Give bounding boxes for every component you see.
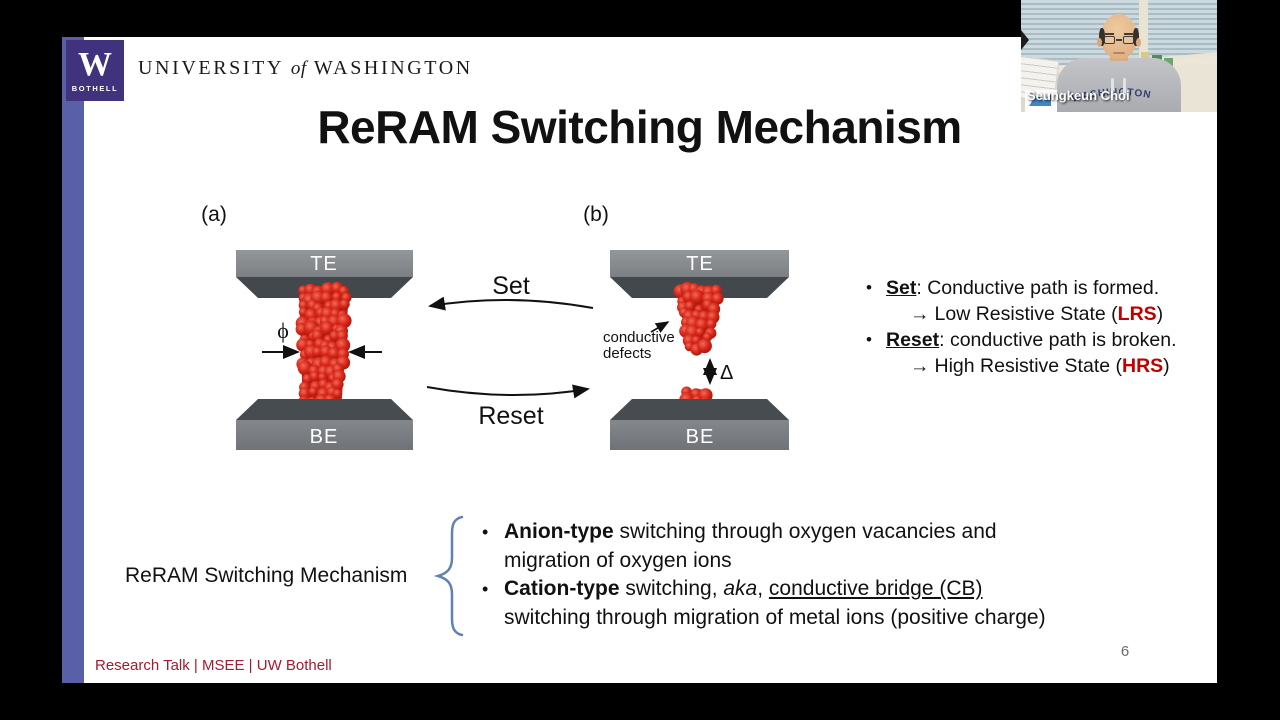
university-name: WASHINGTON (313, 57, 473, 79)
bullet-dot: • (866, 278, 872, 297)
anion-bullet: • Anion-type switching through oxygen va… (480, 518, 1062, 575)
hrs-acronym: HRS (1122, 355, 1164, 377)
cation-term: Cation-type (504, 577, 620, 600)
hair-right (1133, 28, 1139, 46)
reset-bullet: • Reset: conductive path is broken. (856, 327, 1208, 353)
mouth (1113, 52, 1125, 54)
set-arrow (428, 296, 594, 311)
device-a-top-electrode (236, 250, 413, 277)
device-a-be-label: BE (310, 426, 339, 448)
slide-title: ReRAM Switching Mechanism (317, 101, 962, 153)
panel-a-label: (a) (201, 203, 227, 226)
result-arrow-icon: → (910, 303, 930, 325)
cation-aka: aka (723, 577, 758, 600)
desk-logo (1025, 90, 1059, 112)
glasses-bridge (1116, 39, 1122, 41)
reset-arrow (426, 384, 590, 399)
bullet-dot: • (482, 579, 489, 599)
glasses-left-lens (1104, 36, 1115, 44)
phi-label: ϕ (277, 318, 289, 343)
device-b-be-label: BE (686, 426, 715, 448)
set-term: Set (886, 277, 917, 299)
switching-arrows: Set Reset (426, 272, 594, 430)
set-bullet: • Set: Conductive path is formed. (856, 275, 1208, 301)
uw-bothell-logo: W BOTHELL (66, 40, 124, 101)
set-desc: : Conductive path is formed. (916, 277, 1160, 299)
reset-result-line: →High Resistive State (HRS) (856, 353, 1208, 379)
device-b-te-label: TE (686, 253, 714, 275)
left-accent-stripe (62, 37, 84, 683)
glasses-right-lens (1123, 36, 1134, 44)
anion-text: switching through oxygen vacancies and m… (504, 520, 997, 572)
state-bullet-list: • Set: Conductive path is formed. →Low R… (856, 275, 1208, 379)
device-b-top-electrode (610, 250, 789, 277)
device-a: TE BE ϕ (236, 250, 413, 450)
set-result-line: →Low Resistive State (LRS) (856, 301, 1208, 327)
set-result-text: Low Resistive State ( (934, 303, 1118, 325)
device-a-bottom-electrode-face (236, 399, 413, 420)
cation-text-1: switching, (619, 577, 724, 600)
slide-footer: Research Talk | MSEE | UW Bothell (95, 657, 332, 674)
logo-campus-label: BOTHELL (71, 84, 119, 93)
hoodie-drawstring (1123, 78, 1126, 102)
lrs-acronym: LRS (1117, 303, 1157, 325)
monitor-edge (1021, 30, 1029, 50)
reset-term: Reset (886, 329, 940, 351)
university-of: of (290, 58, 307, 79)
cation-cb-underline: conductive bridge (CB) (768, 577, 983, 600)
cation-text-3: switching through migration of metal ion… (504, 605, 1046, 629)
device-b-bottom-electrode (610, 420, 789, 450)
device-a-filament (295, 281, 352, 419)
slide-page-number: 6 (1120, 643, 1130, 660)
reset-result-text: High Resistive State ( (934, 355, 1123, 377)
participant-torso: WASHINGTON (1057, 58, 1181, 112)
hoodie-graphic: WASHINGTON (1071, 87, 1151, 105)
defects-label-line1: conductive (603, 329, 675, 346)
curly-brace-path (433, 515, 464, 637)
device-b: TE BE Δ conductive defects (603, 250, 789, 450)
curly-brace (433, 515, 464, 637)
set-label: Set (492, 272, 530, 300)
bullet-dot: • (482, 522, 489, 542)
hoodie-drawstring (1111, 78, 1114, 102)
cation-text-2: , (757, 577, 769, 600)
device-b-broken-filament (673, 281, 724, 356)
device-a-te-label: TE (310, 253, 338, 275)
cation-bullet: • Cation-type switching, aka, conductive… (480, 575, 1062, 632)
bullet-dot: • (866, 330, 872, 349)
window-frame (1139, 0, 1148, 62)
reram-device-figure: (a) (b) TE BE ϕ Set Reset (201, 203, 789, 450)
hair-left (1099, 28, 1105, 46)
delta-label: Δ (720, 362, 733, 384)
participant-face (1097, 14, 1141, 59)
anion-term: Anion-type (504, 520, 614, 543)
university-prefix: UNIVERSITY (138, 57, 284, 79)
mechanism-bullet-list: • Anion-type switching through oxygen va… (480, 518, 1062, 632)
device-b-bottom-electrode-face (610, 399, 789, 420)
ear-left (1097, 38, 1102, 47)
eyebrow-left (1105, 33, 1114, 35)
webcam-video-tile[interactable]: WASHINGTON Seungkeun Choi (1021, 0, 1217, 112)
device-a-bottom-electrode (236, 420, 413, 450)
ear-right (1136, 38, 1141, 47)
result-arrow-icon: → (910, 355, 930, 377)
defects-pointer-arrow (650, 321, 670, 333)
uw-logo-w-icon: W (78, 46, 112, 83)
reset-result-close: ) (1163, 355, 1170, 377)
set-result-close: ) (1156, 303, 1164, 325)
university-wordmark: UNIVERSITY of WASHINGTON (138, 57, 473, 80)
panel-b-label: (b) (583, 203, 609, 226)
reset-label: Reset (478, 402, 543, 430)
mechanism-label: ReRAM Switching Mechanism (125, 564, 408, 587)
participant-name-label: Seungkeun Choi (1027, 88, 1130, 103)
reset-desc: : conductive path is broken. (939, 329, 1177, 351)
eyebrow-right (1124, 33, 1133, 35)
defects-label-line2: defects (603, 345, 651, 362)
presentation-slide: W BOTHELL UNIVERSITY of WASHINGTON ReRAM… (62, 37, 1217, 683)
sticky-note (1141, 52, 1149, 59)
